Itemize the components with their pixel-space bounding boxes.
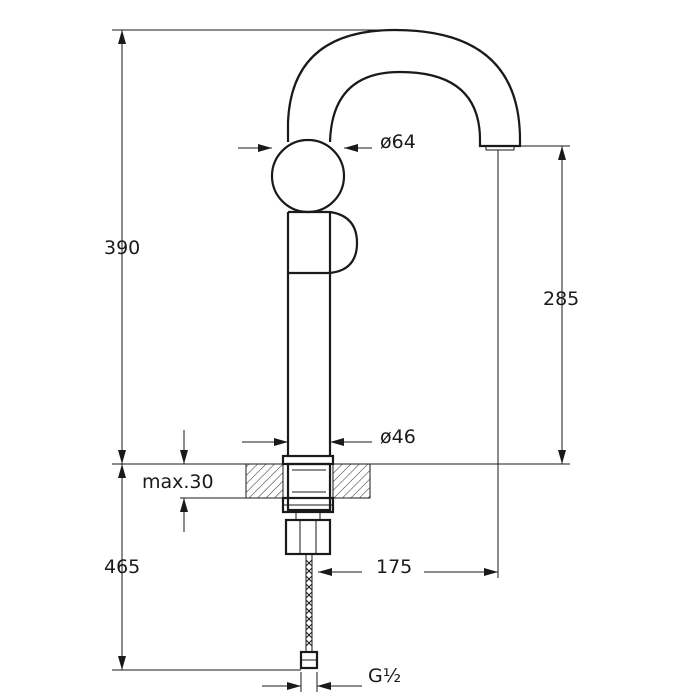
extension-lines	[112, 29, 570, 671]
flexible-hose	[299, 554, 319, 670]
countertop	[245, 463, 371, 499]
dimension-max30	[180, 430, 188, 532]
label-connection: G½	[368, 665, 401, 687]
label-175: 175	[376, 556, 412, 578]
label-390: 390	[104, 237, 140, 259]
dimension-handle-diameter	[238, 144, 372, 152]
dimension-465	[118, 464, 126, 670]
label-285: 285	[543, 288, 579, 310]
faucet-body	[270, 28, 522, 670]
label-465: 465	[104, 556, 140, 578]
label-max30: max.30	[142, 471, 214, 493]
dimension-connection	[262, 672, 362, 692]
dimension-175	[318, 568, 498, 576]
label-handle-diameter: ø64	[380, 131, 416, 153]
dimension-285	[558, 146, 566, 464]
label-body-diameter: ø46	[380, 426, 416, 448]
dimension-390	[118, 30, 126, 464]
dimension-body-diameter	[242, 438, 372, 446]
